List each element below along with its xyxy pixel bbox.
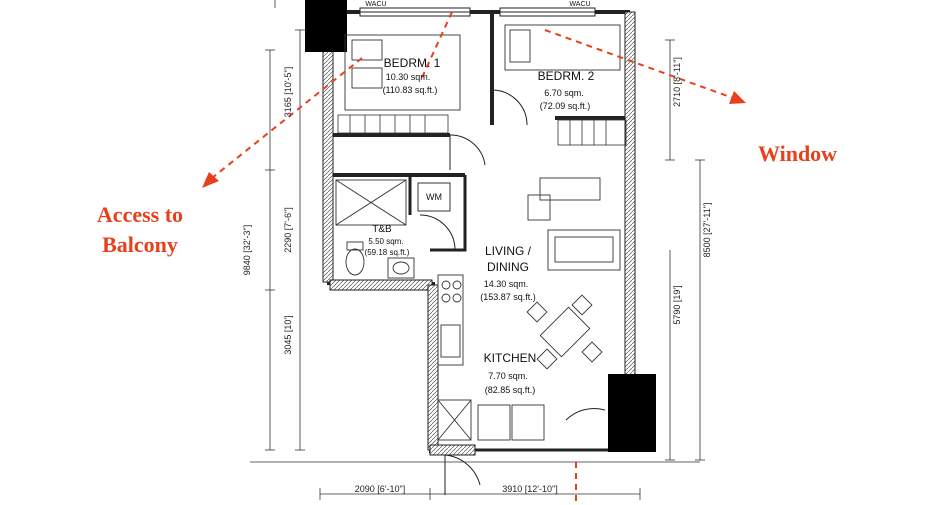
acu-label-2: WACU [569, 1, 590, 8]
bedroom2-sqft: (72.09 sq.ft.) [540, 101, 591, 111]
dim-bottom-right: 3910 [12'-10"] [502, 484, 557, 494]
washing-machine-box [417, 182, 451, 212]
dim-left-total: 9840 [32'-3"] [242, 225, 252, 275]
callout-window: Window [758, 141, 838, 166]
dim-left-bottom: 3045 [10'] [283, 315, 293, 354]
column-top-left [305, 0, 347, 52]
wm-label: WM [426, 192, 442, 202]
bedroom1-sqft: (110.83 sq.ft.) [383, 85, 438, 95]
kitchen-counter [437, 274, 545, 441]
kitchen-name: KITCHEN [484, 351, 537, 365]
bedroom1-name: BEDRM. 1 [384, 56, 441, 70]
tb-name: T&B [372, 224, 392, 235]
dim-left-top: 3165 [10'-5"] [283, 67, 293, 117]
bathroom-fixtures [335, 179, 415, 279]
callout-lines [211, 11, 734, 505]
bedroom2-sqm: 6.70 sqm. [544, 88, 584, 98]
living-sqm: 14.30 sqm. [484, 279, 529, 289]
bedroom1-sqm: 10.30 sqm. [386, 72, 431, 82]
kitchen-sqm: 7.70 sqm. [488, 371, 528, 381]
column-bottom-right [608, 374, 656, 452]
dim-right-total: 8500 [27'-11"] [702, 203, 712, 258]
dimension-lines [250, 0, 705, 500]
wall-hatching [322, 11, 636, 456]
living-sqft: (153.87 sq.ft.) [480, 292, 536, 302]
living-name-line1: LIVING / [485, 244, 532, 258]
callout-balcony-line2: Balcony [102, 232, 178, 257]
wardrobe-1 [337, 114, 449, 134]
sofa [527, 177, 621, 271]
kitchen-sqft: (82.85 sq.ft.) [485, 385, 536, 395]
dim-right-top: 2710 [8'-11"] [672, 57, 682, 107]
windows [359, 7, 596, 17]
wardrobe-2 [557, 119, 627, 146]
tb-sqft: (59.18 sq.ft.) [365, 248, 410, 257]
acu-label-1: WACU [365, 1, 386, 8]
callout-balcony-line1: Access to [96, 202, 184, 227]
dim-right-bottom: 5790 [19'] [672, 285, 682, 324]
callout-arrowheads [202, 91, 746, 188]
dim-left-mid: 2290 [7'-6"] [283, 207, 293, 252]
living-name-line2: DINING [487, 260, 529, 274]
bedroom2-name: BEDRM. 2 [538, 69, 595, 83]
dining-set [526, 294, 603, 370]
tb-sqm: 5.50 sqm. [368, 237, 403, 246]
dim-bottom-left: 2090 [6'-10"] [355, 484, 405, 494]
bed-2 [504, 24, 621, 71]
callout-access-to-balcony: Access to Balcony [78, 200, 202, 260]
doors [419, 89, 606, 495]
